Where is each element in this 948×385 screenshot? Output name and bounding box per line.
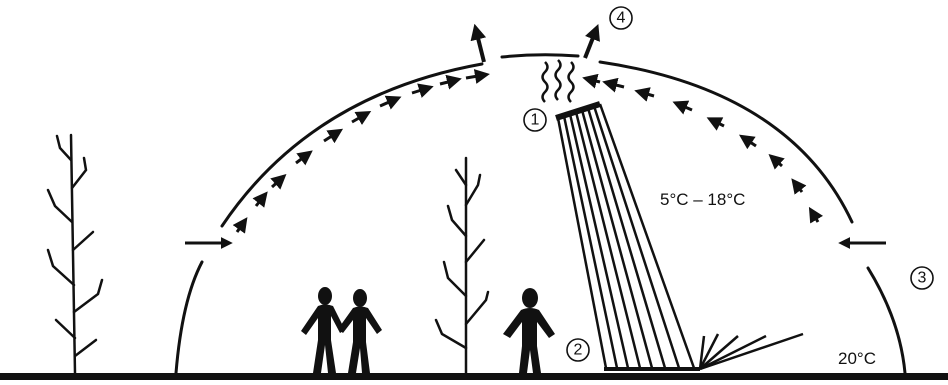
ground-temperature-label: 20°C — [838, 349, 876, 368]
person-icon — [338, 289, 382, 373]
tree-branch — [456, 170, 466, 185]
person-icon — [301, 287, 345, 373]
airflow-arrow-icon — [272, 178, 282, 187]
panel-lines — [558, 104, 694, 368]
dome-top-segment — [502, 55, 578, 57]
airflow-arrow-icon — [324, 132, 338, 141]
airflow-arrow-icon — [588, 79, 600, 82]
tree-branch — [74, 280, 102, 312]
callout-label: 4 — [617, 10, 626, 27]
airflow-arrow-icon — [412, 88, 428, 93]
tree-branch — [72, 158, 86, 188]
tree-branch — [436, 320, 466, 348]
collector-panel — [556, 104, 700, 369]
tree-branch — [73, 232, 93, 250]
airflow-arrow-icon — [678, 104, 692, 110]
airflow-arrow-icon — [640, 92, 654, 96]
airflow-arrow-icon — [608, 83, 624, 87]
airflow-arrow-icon — [812, 212, 818, 222]
panel-line — [600, 104, 694, 368]
tree-branch — [56, 320, 75, 338]
airflow-arrow-icon — [744, 138, 756, 146]
heat-wave-line — [569, 62, 574, 102]
bare-tree-icon — [436, 158, 488, 373]
tree-branch — [48, 250, 74, 285]
bare-tree-icon — [48, 135, 102, 373]
exhaust-arrow-right-icon — [585, 30, 596, 58]
people-group — [301, 287, 555, 373]
tree-branch — [466, 175, 480, 205]
callout-label: 1 — [531, 112, 540, 129]
airflow-arrow-icon — [380, 99, 396, 106]
airflow-arrow-icon — [712, 120, 724, 126]
airflow-arrow-icon — [773, 158, 782, 166]
tree-branch — [75, 340, 96, 356]
tree-branch — [48, 190, 72, 222]
heat-wave-line — [543, 62, 548, 102]
tree-branch — [444, 262, 466, 296]
heat-wave-line — [556, 60, 561, 100]
canopy-temperature-label: 5°C – 18°C — [660, 190, 745, 209]
heat-wave-icon — [543, 60, 574, 102]
callout-4: 4 — [610, 7, 632, 29]
callout-1: 1 — [524, 109, 546, 131]
callout-3: 3 — [911, 267, 933, 289]
person-icon — [503, 288, 555, 373]
ground-line — [0, 373, 948, 380]
callout-label: 2 — [574, 342, 583, 359]
tree-branch — [466, 240, 484, 262]
airflow-arrow-icon — [352, 114, 366, 122]
airflow-arrow-icon — [795, 183, 802, 192]
callout-label: 3 — [918, 270, 927, 287]
airflow-arrow-icon — [466, 75, 484, 78]
tree-branch — [466, 292, 488, 324]
airflow-arrow-icon — [256, 196, 264, 206]
airflow-arrow-icon — [296, 154, 308, 163]
exhaust-arrow-left-icon — [476, 30, 484, 62]
airflow-arrow-icon — [237, 222, 244, 232]
airflow-arrow-icon — [440, 80, 456, 84]
tree-branch — [57, 136, 71, 160]
tree-branch — [448, 206, 466, 236]
dome-left-lower — [176, 262, 202, 373]
left-airflow-arrows — [237, 75, 484, 232]
panel-fan — [700, 334, 803, 369]
callout-2: 2 — [567, 339, 589, 361]
